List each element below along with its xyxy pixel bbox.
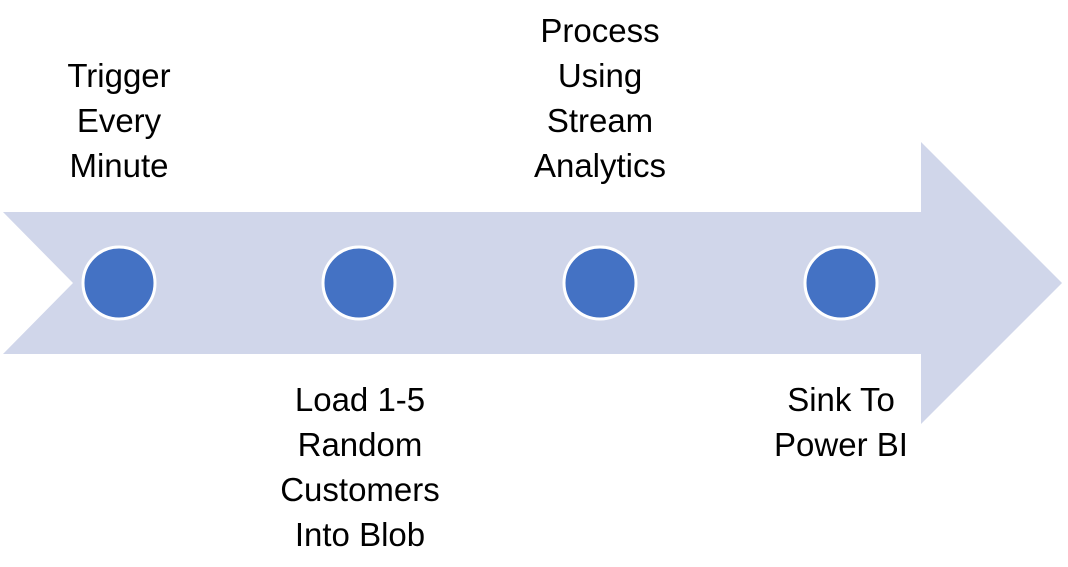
step-1-label: Trigger Every Minute (0, 53, 239, 188)
step-3-label-line: Using (557, 57, 643, 94)
step-3-label-line: Stream (546, 102, 654, 139)
step-1-label-line: Minute (69, 147, 169, 184)
step-3-marker (562, 245, 638, 321)
step-2-label-line: Load 1-5 (294, 381, 426, 418)
step-1-label-line: Every (76, 102, 162, 139)
step-4-label-line: Power BI (774, 426, 908, 463)
step-3-label-line: Analytics (533, 147, 667, 184)
step-2-label-line: Random (297, 426, 423, 463)
step-2-marker (321, 245, 397, 321)
step-4-marker (803, 245, 879, 321)
step-4-label: Sink To Power BI (721, 377, 961, 467)
step-2-label-line: Into Blob (294, 516, 426, 553)
step-2-label-line: Customers (280, 471, 440, 508)
step-2-label: Load 1-5 Random Customers Into Blob (240, 377, 480, 557)
timeline-arrow (3, 142, 1062, 424)
step-1-label-line: Trigger (67, 57, 171, 94)
step-3-label: Process Using Stream Analytics (480, 8, 720, 188)
step-1-marker (81, 245, 157, 321)
step-4-label-line: Sink To (787, 381, 895, 418)
step-3-label-line: Process (540, 12, 660, 49)
